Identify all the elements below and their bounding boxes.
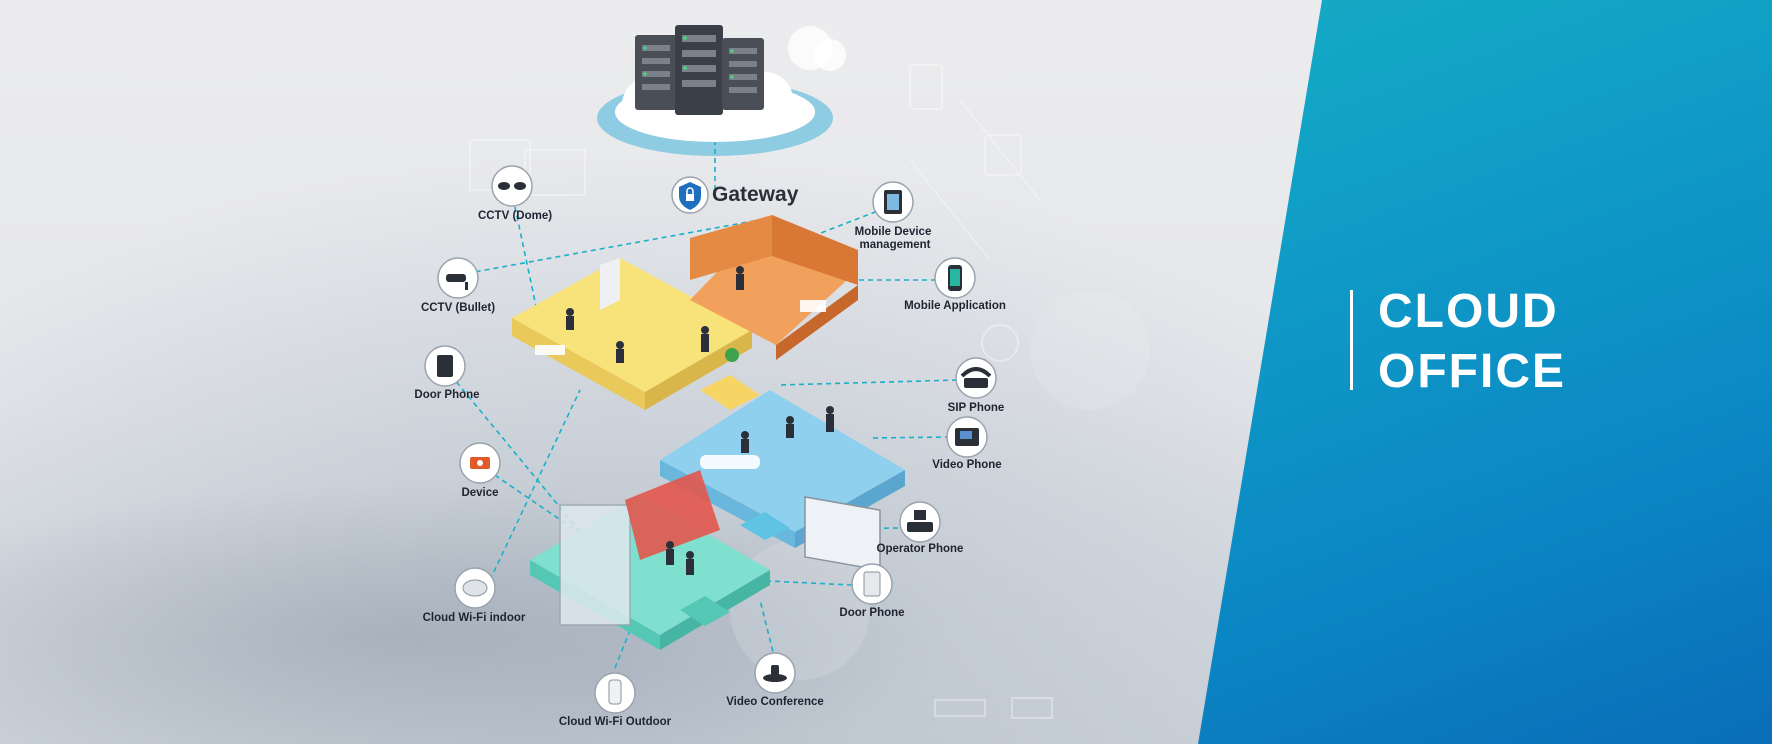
conference-camera-icon xyxy=(763,665,787,682)
node-operator-phone: Operator Phone xyxy=(877,501,964,555)
label-sip-phone: SIP Phone xyxy=(948,402,1005,414)
label-cctv-dome: CCTV (Dome) xyxy=(478,210,552,222)
label-mobile-app: Mobile Application xyxy=(904,300,1006,312)
cloud-server-icon xyxy=(597,25,846,156)
bullet-camera-icon xyxy=(446,274,468,290)
label-video-phone: Video Phone xyxy=(932,459,1001,471)
title-line-1: CLOUD xyxy=(1378,285,1559,338)
node-video-phone: Video Phone xyxy=(932,416,1002,471)
label-video-conference: Video Conference xyxy=(726,696,824,708)
video-phone-icon xyxy=(955,428,979,446)
node-cctv-bullet: CCTV (Bullet) xyxy=(421,257,495,314)
outdoor-access-point-icon xyxy=(608,679,622,705)
label-mobile-device-1: Mobile Device xyxy=(855,226,932,238)
title-accent-bar xyxy=(1350,290,1353,390)
office-building-illustration xyxy=(512,215,905,650)
node-wifi-indoor: Cloud Wi-Fi indoor xyxy=(423,567,526,624)
desk-phone-icon xyxy=(960,367,992,388)
label-mobile-device-2: management xyxy=(860,239,931,251)
title-line-2: OFFICE xyxy=(1378,345,1566,398)
node-wifi-outdoor: Cloud Wi-Fi Outdoor xyxy=(559,672,672,728)
node-video-conference: Video Conference xyxy=(726,652,824,708)
node-door-phone-left: Door Phone xyxy=(414,345,480,401)
label-door-phone-left: Door Phone xyxy=(414,389,479,401)
access-point-icon xyxy=(462,579,488,597)
label-door-phone-right: Door Phone xyxy=(839,607,904,619)
gateway-label: Gateway xyxy=(712,183,799,206)
label-wifi-indoor: Cloud Wi-Fi indoor xyxy=(423,612,526,624)
node-mobile-device: Mobile Device management xyxy=(855,181,932,251)
node-sip-phone: SIP Phone xyxy=(948,357,1005,414)
label-operator-phone: Operator Phone xyxy=(877,543,964,555)
label-wifi-outdoor: Cloud Wi-Fi Outdoor xyxy=(559,716,672,728)
gateway-node: Gateway xyxy=(671,176,799,214)
node-device: Device xyxy=(459,442,501,499)
node-cctv-dome: CCTV (Dome) xyxy=(478,165,552,222)
node-door-phone-right: Door Phone xyxy=(839,563,905,619)
operator-phone-icon xyxy=(907,510,933,532)
node-mobile-app: Mobile Application xyxy=(904,257,1006,312)
label-device: Device xyxy=(461,487,498,499)
iot-device-icon xyxy=(470,457,490,469)
door-intercom-icon xyxy=(863,571,881,597)
dome-camera-icon xyxy=(498,182,526,190)
label-cctv-bullet: CCTV (Bullet) xyxy=(421,302,495,314)
door-phone-icon xyxy=(437,355,453,377)
